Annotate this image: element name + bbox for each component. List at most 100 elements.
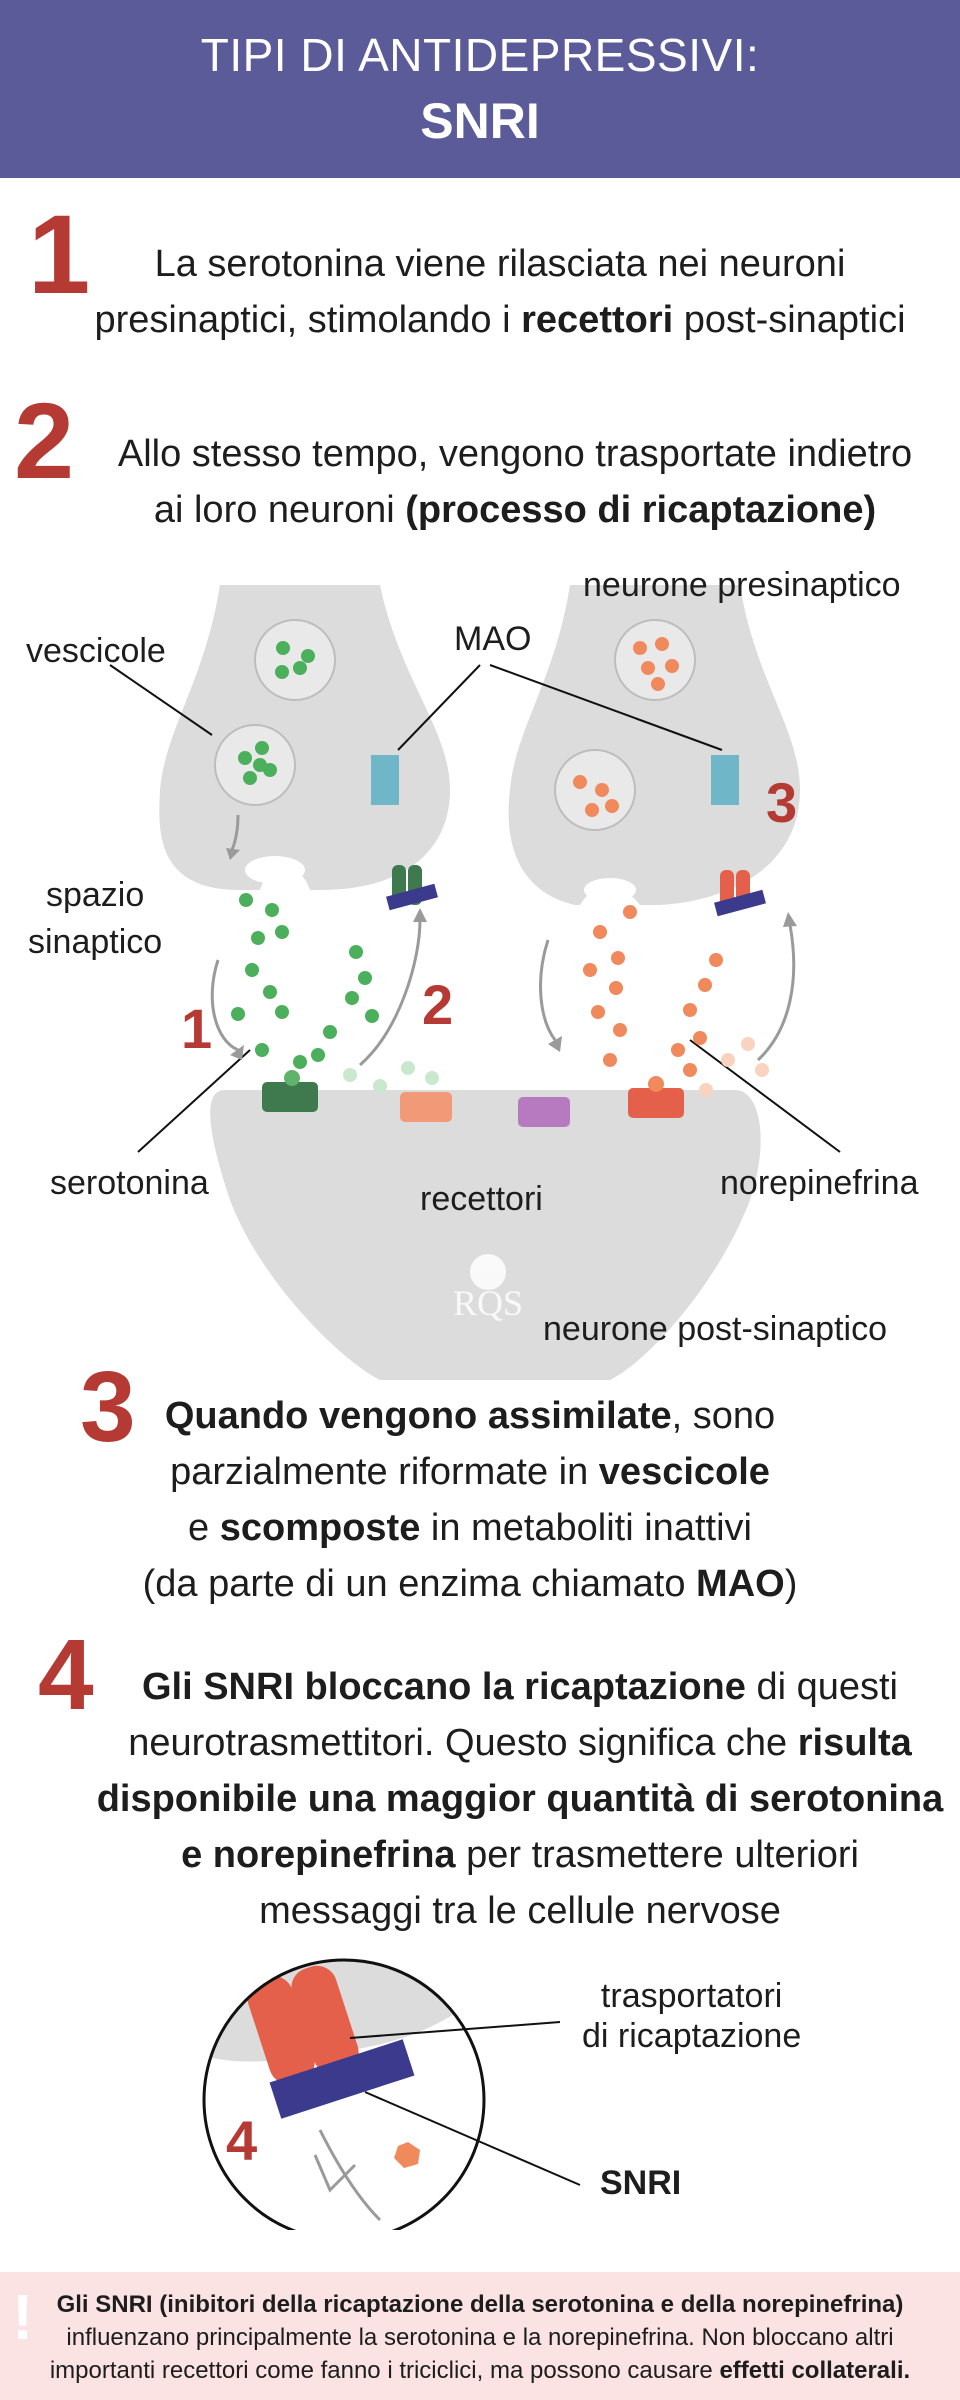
rqs-logo: RQS — [453, 1254, 523, 1323]
reuptake-arrow-right — [756, 924, 796, 1062]
synapse-illustration: RQS — [109, 585, 841, 1380]
text-line: parzialmente riformate in vescicole — [100, 1444, 840, 1500]
diagram-marker-3: 3 — [766, 771, 798, 834]
reuptake-transporter-left — [386, 865, 438, 911]
snri-leader — [364, 2091, 581, 2186]
label-receptors: recettori — [420, 1180, 543, 1218]
zoom-marker-4: 4 — [226, 2109, 258, 2172]
serotonin-dot — [255, 1043, 269, 1057]
label-presynaptic-neuron: neurone presinaptico — [583, 566, 901, 604]
norepinephrine-dot — [641, 661, 655, 675]
transporter-leader — [349, 2021, 561, 2039]
step-3-text: Quando vengono assimilate, sono parzialme… — [100, 1388, 840, 1612]
postsynaptic-neuron — [210, 1090, 761, 1380]
bold-text-run: e norepinefrina — [181, 1834, 456, 1876]
label-postsynaptic-neuron: neurone post-sinaptico — [543, 1310, 888, 1348]
label-serotonin: serotonina — [50, 1164, 209, 1202]
bold-text-run: Gli SNRI bloccano la ricaptazione — [141, 1666, 746, 1708]
release-arrow-curve-right — [539, 939, 557, 1041]
serotonin-dot — [275, 925, 289, 939]
step-1-number: 1 — [28, 192, 91, 317]
title-line-1: TIPI DI ANTIDEPRESSIVI: — [200, 29, 760, 81]
bold-text-run: vescicole — [598, 1451, 770, 1493]
serotonin-dot — [238, 751, 252, 765]
norepinephrine-dot — [633, 641, 647, 655]
exclamation-icon: ! — [12, 2281, 34, 2353]
mao-leader-left — [397, 664, 481, 751]
bold-text-run: risulta — [797, 1722, 912, 1764]
mao-enzyme-right — [711, 755, 739, 805]
serotonin-dot — [323, 1025, 337, 1039]
serotonin-dot — [311, 1048, 325, 1062]
serotonin-dot — [255, 741, 269, 755]
serotonin-dot-faded — [401, 1061, 415, 1075]
release-arrow-curve-left — [210, 959, 239, 1052]
text-line: ai loro neuroni (processo di ricaptazion… — [80, 482, 950, 538]
text-run: ) — [784, 1563, 798, 1605]
step-4-text: Gli SNRI bloccano la ricaptazione di que… — [80, 1659, 960, 1939]
bold-text-run: Quando vengono assimilate — [164, 1395, 672, 1437]
serotonin-dot — [245, 963, 259, 977]
text-run: influenzano principalmente la serotonina… — [66, 2324, 894, 2351]
vesicles-leader — [109, 664, 213, 736]
bold-text-run: (processo di ricaptazione) — [405, 489, 877, 531]
step-3-number: 3 — [80, 1351, 136, 1463]
text-run: importanti recettori come fanno i tricic… — [49, 2357, 720, 2384]
serotonin-dot — [301, 649, 315, 663]
norepinephrine-dot — [709, 953, 723, 967]
label-mao: MAO — [454, 620, 532, 658]
release-arrow-left — [230, 814, 240, 851]
norepinephrine-dot — [583, 963, 597, 977]
serotonin-dot — [293, 1055, 307, 1069]
title-line-2: SNRI — [420, 93, 540, 149]
norepinephrine-dot — [609, 981, 623, 995]
bold-text-run: disponibile una maggior quantità di sero… — [96, 1778, 944, 1820]
label-vesicles: vescicole — [26, 632, 166, 670]
title-banner: TIPI DI ANTIDEPRESSIVI: SNRI — [0, 0, 960, 178]
text-run: , sono — [671, 1395, 776, 1437]
norepinephrine-dot-faded — [699, 1083, 713, 1097]
serotonin-dot — [243, 771, 257, 785]
serotonin-dot — [275, 1005, 289, 1019]
diagram-marker-2: 2 — [422, 973, 454, 1036]
serotonin-dot — [231, 1007, 245, 1021]
receptor-purple — [518, 1097, 570, 1127]
text-line: (da parte di un enzima chiamato MAO) — [100, 1556, 840, 1612]
bold-text-run: Gli SNRI (inibitori della ricaptazione d… — [56, 2291, 904, 2318]
text-line: e scomposte in metaboliti inattivi — [100, 1500, 840, 1556]
text-run: presinaptici, stimolando i — [94, 299, 522, 341]
receptor-green — [262, 1082, 318, 1112]
text-line: influenzano principalmente la serotonina… — [20, 2321, 940, 2354]
label-synaptic-space: spazio sinaptico — [28, 876, 163, 961]
serotonin-dot — [253, 758, 267, 772]
norepinephrine-dot — [611, 951, 625, 965]
norepinephrine-dot-faded — [755, 1063, 769, 1077]
serotonin-dot — [265, 903, 279, 917]
norepinephrine-dot — [595, 783, 609, 797]
norepinephrine-dot-faded — [741, 1037, 755, 1051]
step-2-number: 2 — [14, 380, 75, 501]
rqs-logo-text: RQS — [453, 1283, 523, 1323]
text-run: ai loro neuroni — [153, 489, 406, 531]
norepinephrine-dot — [671, 1043, 685, 1057]
norepinephrine-leader — [689, 1039, 841, 1153]
serotonin-dot — [358, 971, 372, 985]
label-norepinephrine: norepinefrina — [720, 1164, 919, 1202]
norepinephrine-dot — [655, 637, 669, 651]
presynaptic-neuron-left — [159, 585, 450, 890]
text-line: messaggi tra le cellule nervose — [80, 1883, 960, 1939]
text-line: disponibile una maggior quantità di sero… — [80, 1771, 960, 1827]
norepinephrine-dot — [591, 1005, 605, 1019]
bold-text-run: scomposte — [219, 1507, 421, 1549]
text-run: messaggi tra le cellule nervose — [259, 1890, 781, 1932]
norepinephrine-dot — [693, 1031, 707, 1045]
text-line: Allo stesso tempo, vengono trasportate i… — [80, 426, 950, 482]
norepinephrine-dot — [683, 1063, 697, 1077]
vesicle — [254, 619, 336, 701]
norepinephrine-dot — [593, 925, 607, 939]
serotonin-dot-faded — [373, 1079, 387, 1093]
step-1-text: La serotonina viene rilasciata nei neuro… — [50, 236, 950, 348]
diagram-marker-1: 1 — [181, 997, 213, 1060]
serotonin-dot — [276, 641, 290, 655]
norepinephrine-dot — [698, 978, 712, 992]
